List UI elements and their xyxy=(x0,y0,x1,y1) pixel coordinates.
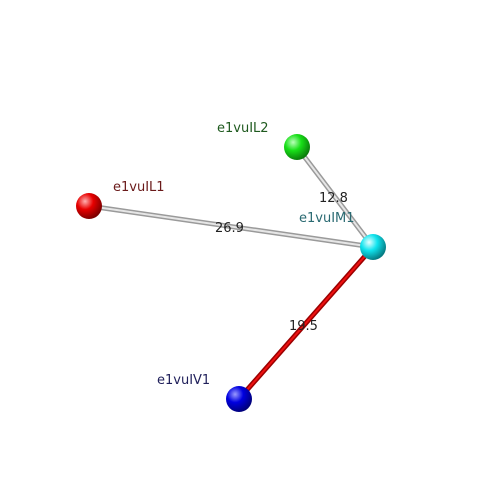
node-label-m1: e1vuIM1 xyxy=(299,211,355,226)
edge-label-v1-m1: 19.5 xyxy=(289,319,318,334)
node-label-l2: e1vuIL2 xyxy=(217,121,269,136)
node-v1-sphere[interactable] xyxy=(226,386,252,412)
node-l1-sphere[interactable] xyxy=(76,193,102,219)
edge-label-l2-m1: 12.8 xyxy=(319,191,348,206)
edge-label-l1-m1: 26.9 xyxy=(215,221,244,236)
node-l2-sphere[interactable] xyxy=(284,134,310,160)
edge-l2-m1 xyxy=(294,144,376,250)
node-label-l1: e1vuIL1 xyxy=(113,180,165,195)
node-label-v1: e1vuIV1 xyxy=(157,373,210,388)
edge-l1-m1 xyxy=(86,203,376,250)
edge-v1-m1 xyxy=(236,244,376,402)
node-m1-sphere[interactable] xyxy=(360,234,386,260)
